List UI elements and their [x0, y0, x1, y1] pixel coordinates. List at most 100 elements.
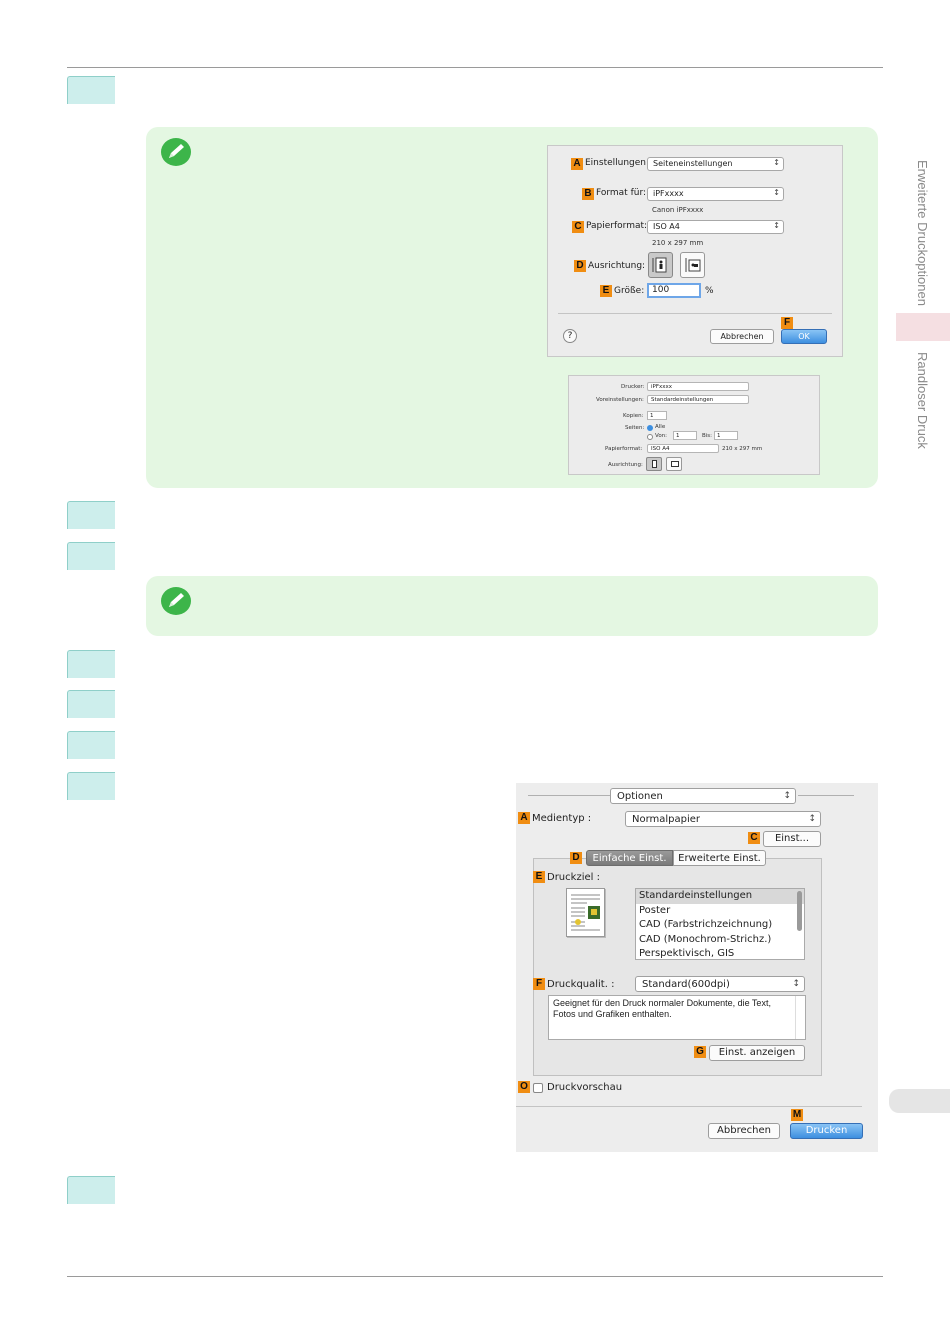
print-target-preview: [566, 888, 605, 937]
callout-d: D: [574, 260, 586, 272]
callout-c: C: [748, 832, 760, 844]
options-popup[interactable]: Optionen: [610, 788, 796, 804]
paper-popup[interactable]: ISO A4: [647, 444, 719, 453]
list-item[interactable]: Perspektivisch, GIS: [639, 948, 735, 959]
print-dialog-thumbnail: Drucker: iPFxxxx Voreinstellungen: Stand…: [568, 375, 820, 475]
portrait-button[interactable]: [646, 457, 662, 471]
cancel-button[interactable]: Abbrechen: [710, 329, 774, 344]
callout-c: C: [572, 221, 584, 233]
list-item[interactable]: CAD (Farbstrichzeichnung): [639, 919, 773, 930]
format-for-label: Format für:: [596, 188, 647, 198]
top-rule: [67, 67, 883, 68]
paper-label: Papierformat:: [605, 446, 643, 452]
note-box: [146, 576, 878, 636]
list-item[interactable]: CAD (Monochrom-Strichz.): [639, 933, 772, 945]
step-marker: [67, 731, 115, 759]
landscape-icon: [685, 258, 701, 272]
ok-button[interactable]: OK: [781, 329, 827, 344]
list-item[interactable]: Poster: [639, 904, 671, 916]
print-quality-label: Druckqualit. :: [547, 979, 615, 990]
page-number-tab: [889, 1089, 950, 1113]
orientation-label: Ausrichtung:: [608, 462, 643, 468]
callout-e: E: [533, 871, 545, 883]
list-scrollbar[interactable]: [797, 891, 802, 931]
orientation-label: Ausrichtung:: [588, 261, 646, 271]
media-type-label: Medientyp :: [532, 813, 592, 824]
side-tab-advanced-options[interactable]: Erweiterte Druckoptionen: [915, 160, 930, 306]
paper-size-label: Papierformat:: [586, 221, 648, 231]
document-preview-icon: [571, 894, 600, 931]
page-setup-dialog: A Einstellungen: Seiteneinstellungen B F…: [547, 145, 843, 357]
tab-simple-settings[interactable]: Einfache Einst.: [586, 850, 673, 866]
landscape-icon: [671, 461, 679, 467]
show-settings-button[interactable]: Einst. anzeigen: [709, 1045, 805, 1061]
pages-label: Seiten:: [625, 425, 645, 431]
printer-popup[interactable]: iPFxxxx: [647, 382, 749, 391]
step-marker: [67, 1176, 115, 1204]
options-line-right: [798, 795, 854, 796]
media-settings-button[interactable]: Einst...: [763, 831, 821, 847]
help-button[interactable]: ?: [563, 329, 577, 343]
print-quality-popup[interactable]: Standard(600dpi): [635, 976, 805, 992]
from-field[interactable]: 1: [673, 431, 697, 440]
pencil-note-icon: [161, 138, 191, 166]
pages-from-radio[interactable]: [647, 434, 653, 440]
step-marker: [67, 650, 115, 678]
bottom-rule: [67, 1276, 883, 1277]
format-for-subtitle: Canon iPFxxxx: [652, 206, 704, 214]
step-marker: [67, 501, 115, 529]
callout-o: O: [518, 1081, 530, 1093]
side-tab-borderless[interactable]: Randloser Druck: [915, 352, 930, 449]
callout-a: A: [571, 158, 583, 170]
format-for-popup[interactable]: iPFxxxx: [647, 187, 784, 201]
portrait-icon: [652, 257, 667, 273]
scale-label: Größe:: [614, 286, 645, 296]
paper-size-subtitle: 210 x 297 mm: [652, 239, 704, 247]
quality-description: Geeignet für den Druck normaler Dokument…: [548, 995, 806, 1040]
list-item-selected[interactable]: Standardeinstellungen: [636, 889, 804, 904]
printer-label: Drucker:: [621, 384, 645, 390]
media-type-popup[interactable]: Normalpapier: [625, 811, 821, 827]
step-marker: [67, 542, 115, 570]
paper-size-popup[interactable]: ISO A4: [647, 220, 784, 234]
scale-field[interactable]: 100: [647, 283, 701, 298]
pencil-note-icon: [161, 587, 191, 615]
pages-all-label: Alle: [655, 424, 666, 430]
callout-m: M: [791, 1109, 803, 1121]
settings-popup[interactable]: Seiteneinstellungen: [647, 157, 784, 171]
paper-subtitle: 210 x 297 mm: [722, 446, 763, 452]
callout-b: B: [582, 188, 594, 200]
dialog-separator: [558, 313, 832, 314]
callout-a: A: [518, 812, 530, 824]
scale-unit: %: [705, 286, 714, 296]
step-marker: [67, 76, 115, 104]
preview-label: Druckvorschau: [547, 1082, 623, 1093]
print-button[interactable]: Drucken: [790, 1123, 863, 1139]
copies-label: Kopien:: [623, 413, 644, 419]
pages-all-radio[interactable]: [647, 425, 653, 431]
print-target-list[interactable]: Standardeinstellungen Poster CAD (Farbst…: [635, 888, 805, 960]
presets-popup[interactable]: Standardeinstellungen: [647, 395, 749, 404]
preview-checkbox[interactable]: [533, 1083, 543, 1093]
presets-label: Voreinstellungen:: [596, 397, 644, 403]
step-marker: [67, 690, 115, 718]
tab-advanced-settings[interactable]: Erweiterte Einst.: [673, 850, 766, 866]
landscape-button[interactable]: [666, 457, 682, 471]
options-line-left: [528, 795, 610, 796]
quality-description-text: Geeignet für den Druck normaler Dokument…: [553, 998, 771, 1019]
print-target-label: Druckziel :: [547, 872, 600, 883]
copies-field[interactable]: 1: [647, 411, 667, 420]
portrait-icon: [652, 460, 657, 468]
dialog-separator: [516, 1106, 862, 1107]
portrait-button[interactable]: [648, 252, 673, 278]
callout-e: E: [600, 285, 612, 297]
callout-f: F: [781, 317, 793, 329]
callout-f: F: [533, 978, 545, 990]
description-scrollbar[interactable]: [795, 996, 805, 1039]
side-tab-active-marker: [896, 313, 950, 341]
cancel-button[interactable]: Abbrechen: [708, 1123, 780, 1139]
to-field[interactable]: 1: [714, 431, 738, 440]
to-label: Bis:: [702, 433, 713, 439]
settings-label: Einstellungen:: [585, 158, 650, 168]
landscape-button[interactable]: [680, 252, 705, 278]
